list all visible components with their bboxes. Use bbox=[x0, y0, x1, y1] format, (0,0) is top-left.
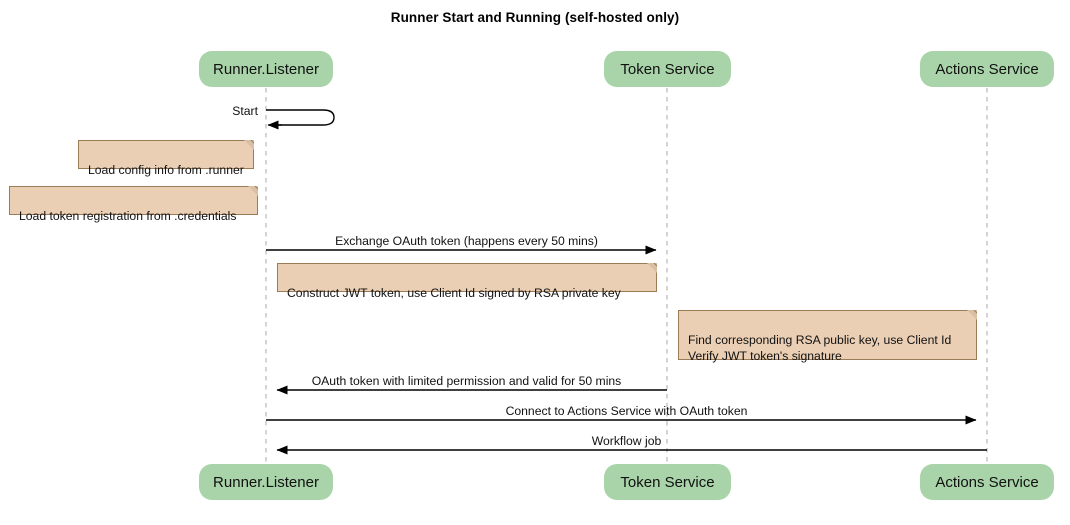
note-fold-edge-icon bbox=[247, 186, 258, 197]
participant-label: Token Service bbox=[620, 473, 715, 491]
note-fold-edge-icon bbox=[966, 310, 977, 321]
message-label-start: Start bbox=[232, 104, 258, 118]
participant-label: Runner.Listener bbox=[213, 60, 319, 78]
participant-actions-top[interactable]: Actions Service bbox=[920, 51, 1054, 87]
message-label-oauth-return: OAuth token with limited permission and … bbox=[311, 374, 622, 388]
note-text: Load config info from .runner bbox=[88, 163, 244, 177]
message-label-connect-actions: Connect to Actions Service with OAuth to… bbox=[505, 404, 748, 418]
participant-label: Actions Service bbox=[935, 473, 1039, 491]
note-load-token-registration: Load token registration from .credential… bbox=[9, 186, 258, 223]
note-verify-jwt: Find corresponding RSA public key, use C… bbox=[678, 310, 977, 363]
note-fold-edge-icon bbox=[243, 140, 254, 151]
participant-label: Runner.Listener bbox=[213, 473, 319, 491]
participant-runner-top[interactable]: Runner.Listener bbox=[199, 51, 333, 87]
participant-actions-bottom[interactable]: Actions Service bbox=[920, 464, 1054, 500]
message-label-exchange-oauth: Exchange OAuth token (happens every 50 m… bbox=[335, 234, 598, 248]
page-title: Runner Start and Running (self-hosted on… bbox=[390, 10, 680, 25]
note-fold-edge-icon bbox=[646, 263, 657, 274]
message-label-workflow-job: Workflow job bbox=[591, 434, 662, 448]
participant-token-bottom[interactable]: Token Service bbox=[604, 464, 731, 500]
note-load-config: Load config info from .runner bbox=[78, 140, 254, 177]
message-arrow-start[interactable] bbox=[266, 109, 335, 130]
participant-label: Actions Service bbox=[935, 60, 1039, 78]
note-text: Find corresponding RSA public key, use C… bbox=[688, 333, 952, 363]
participant-label: Token Service bbox=[620, 60, 715, 78]
note-text: Load token registration from .credential… bbox=[19, 209, 237, 223]
note-construct-jwt: Construct JWT token, use Client Id signe… bbox=[277, 263, 657, 300]
note-text: Construct JWT token, use Client Id signe… bbox=[287, 286, 621, 300]
participant-token-top[interactable]: Token Service bbox=[604, 51, 731, 87]
participant-runner-bottom[interactable]: Runner.Listener bbox=[199, 464, 333, 500]
